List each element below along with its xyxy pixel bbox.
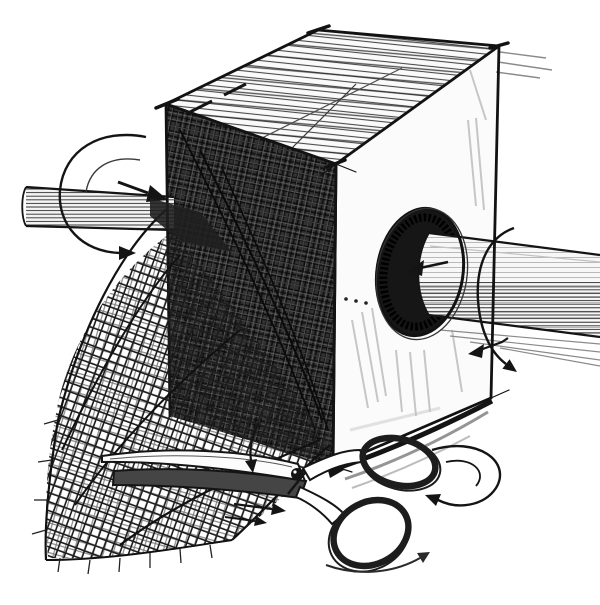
motion-arrows: cutting motion arrows (224, 422, 502, 573)
cut-down-arrow (249, 422, 260, 461)
hand-motion-scribble-inner (445, 459, 481, 487)
mesh-attach-shadow (150, 198, 232, 252)
construction-lines: construction and dash lines (189, 51, 553, 305)
hidden-edge-dash (223, 82, 247, 97)
scissors-lower-loop-sketch (327, 499, 411, 573)
hand-motion-scribble (431, 444, 502, 507)
scissors: open scissors cutting the mesh (101, 434, 442, 573)
construction-diagonal (237, 67, 403, 151)
cut-direction-arrow (233, 502, 273, 511)
cut-direction-arrow-2 (224, 516, 256, 522)
screw-highlight (293, 470, 297, 474)
hole-rim-sketch (375, 207, 469, 341)
left-shaft-endcap (21, 186, 27, 227)
scissors-upper-loop (359, 434, 439, 490)
left-face-thread-accents (179, 129, 329, 431)
axis-dots (344, 297, 368, 305)
feed-arrow: feed direction arrow (117, 180, 168, 202)
front-vertical-edge-top (331, 163, 338, 467)
hidden-edge-dash (189, 99, 213, 114)
top-overshoot-streaks (495, 51, 553, 79)
scissors-upper-blade (101, 449, 307, 483)
right-face-shading (349, 69, 487, 432)
scissors-lower-neck (294, 485, 346, 526)
scissors-upper-loop-sketch (360, 436, 442, 492)
swing-arc (325, 557, 421, 573)
right-shaft-streaks (429, 245, 600, 367)
sketch-double-line (85, 158, 141, 193)
blade-ridge-line (109, 455, 293, 468)
hole-arrow: arrow inside exit hole (408, 260, 449, 276)
hook-arrow (479, 337, 509, 352)
scissors-pivot-screw (291, 468, 303, 480)
mesh-fringe (31, 419, 213, 575)
right-vertical-edge (489, 44, 501, 400)
